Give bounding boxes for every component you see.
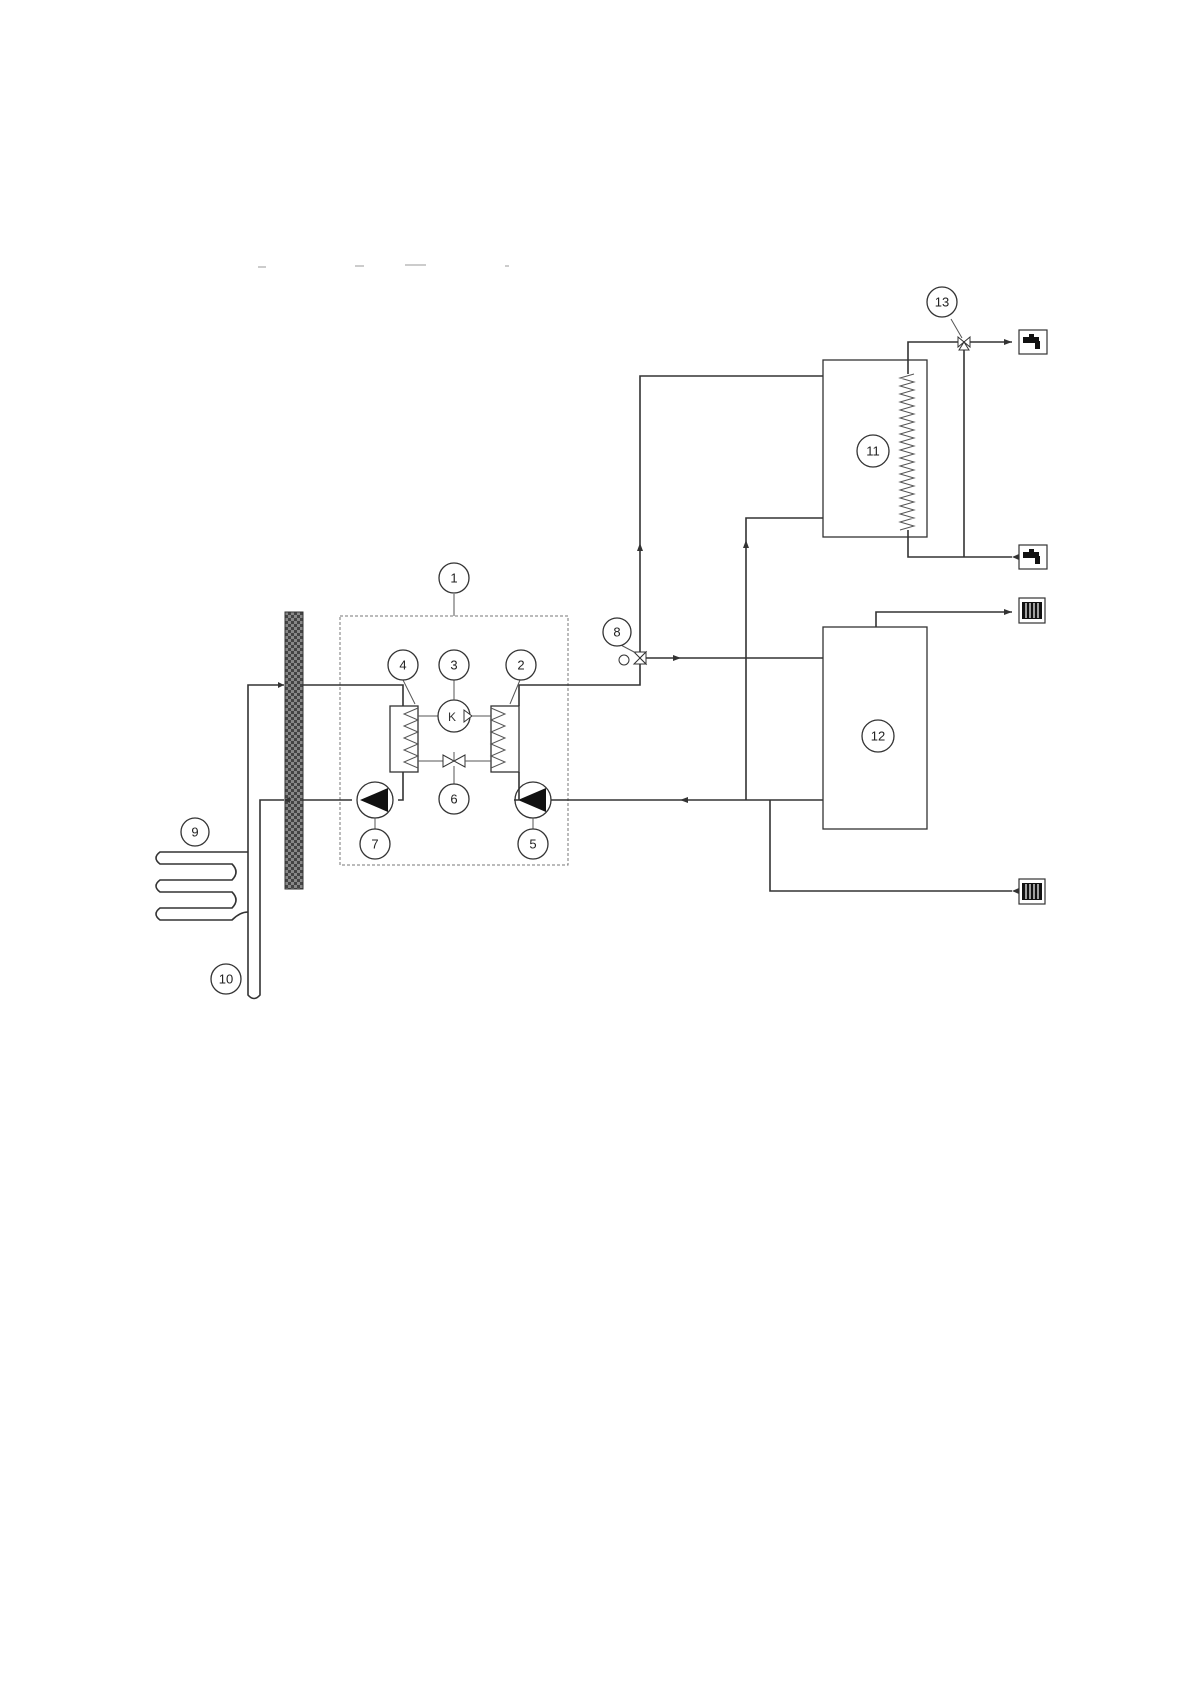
callout-1: 1 — [439, 563, 469, 594]
expansion-valve — [443, 752, 465, 767]
callout-9: 9 — [181, 818, 209, 846]
ground-collector — [156, 852, 248, 920]
callout-5: 5 — [518, 829, 548, 859]
heating-circulation-pump — [515, 782, 551, 818]
radiator-icon — [1019, 879, 1045, 904]
boiler-supply-line — [640, 376, 823, 652]
hot-water-tap-icon — [1019, 330, 1047, 354]
callout-2: 2 — [506, 650, 536, 704]
mixing-valve — [958, 337, 970, 350]
ground-probe — [248, 685, 284, 999]
svg-text:2: 2 — [517, 658, 524, 673]
svg-text:4: 4 — [399, 658, 406, 673]
callout-6: 6 — [439, 766, 469, 814]
boiler-return-line — [746, 518, 823, 800]
svg-text:12: 12 — [871, 729, 885, 744]
building-wall — [285, 612, 303, 889]
scan-marks — [258, 265, 509, 267]
temperature-sensor — [619, 655, 629, 665]
radiator-icon — [1019, 598, 1045, 623]
svg-text:6: 6 — [450, 792, 457, 807]
radiator-supply-line — [876, 612, 1012, 627]
svg-text:3: 3 — [450, 658, 457, 673]
callout-7: 7 — [360, 829, 390, 859]
compressor-symbol: K — [448, 710, 456, 724]
callout-10: 10 — [211, 964, 241, 994]
svg-text:10: 10 — [219, 972, 233, 987]
svg-text:8: 8 — [613, 625, 620, 640]
svg-text:7: 7 — [371, 837, 378, 852]
svg-text:1: 1 — [450, 571, 457, 586]
diverter-valve — [634, 652, 646, 664]
svg-text:9: 9 — [191, 825, 198, 840]
callout-8: 8 — [603, 618, 631, 646]
callout-13: 13 — [927, 287, 957, 317]
svg-text:11: 11 — [866, 444, 880, 459]
callout-12: 12 — [862, 720, 894, 752]
source-circulation-pump — [357, 782, 393, 818]
cold-water-tap-icon — [1019, 545, 1047, 569]
svg-text:13: 13 — [935, 295, 949, 310]
callout-11: 11 — [857, 435, 889, 467]
svg-text:5: 5 — [529, 837, 536, 852]
callout-3: 3 — [439, 650, 469, 700]
